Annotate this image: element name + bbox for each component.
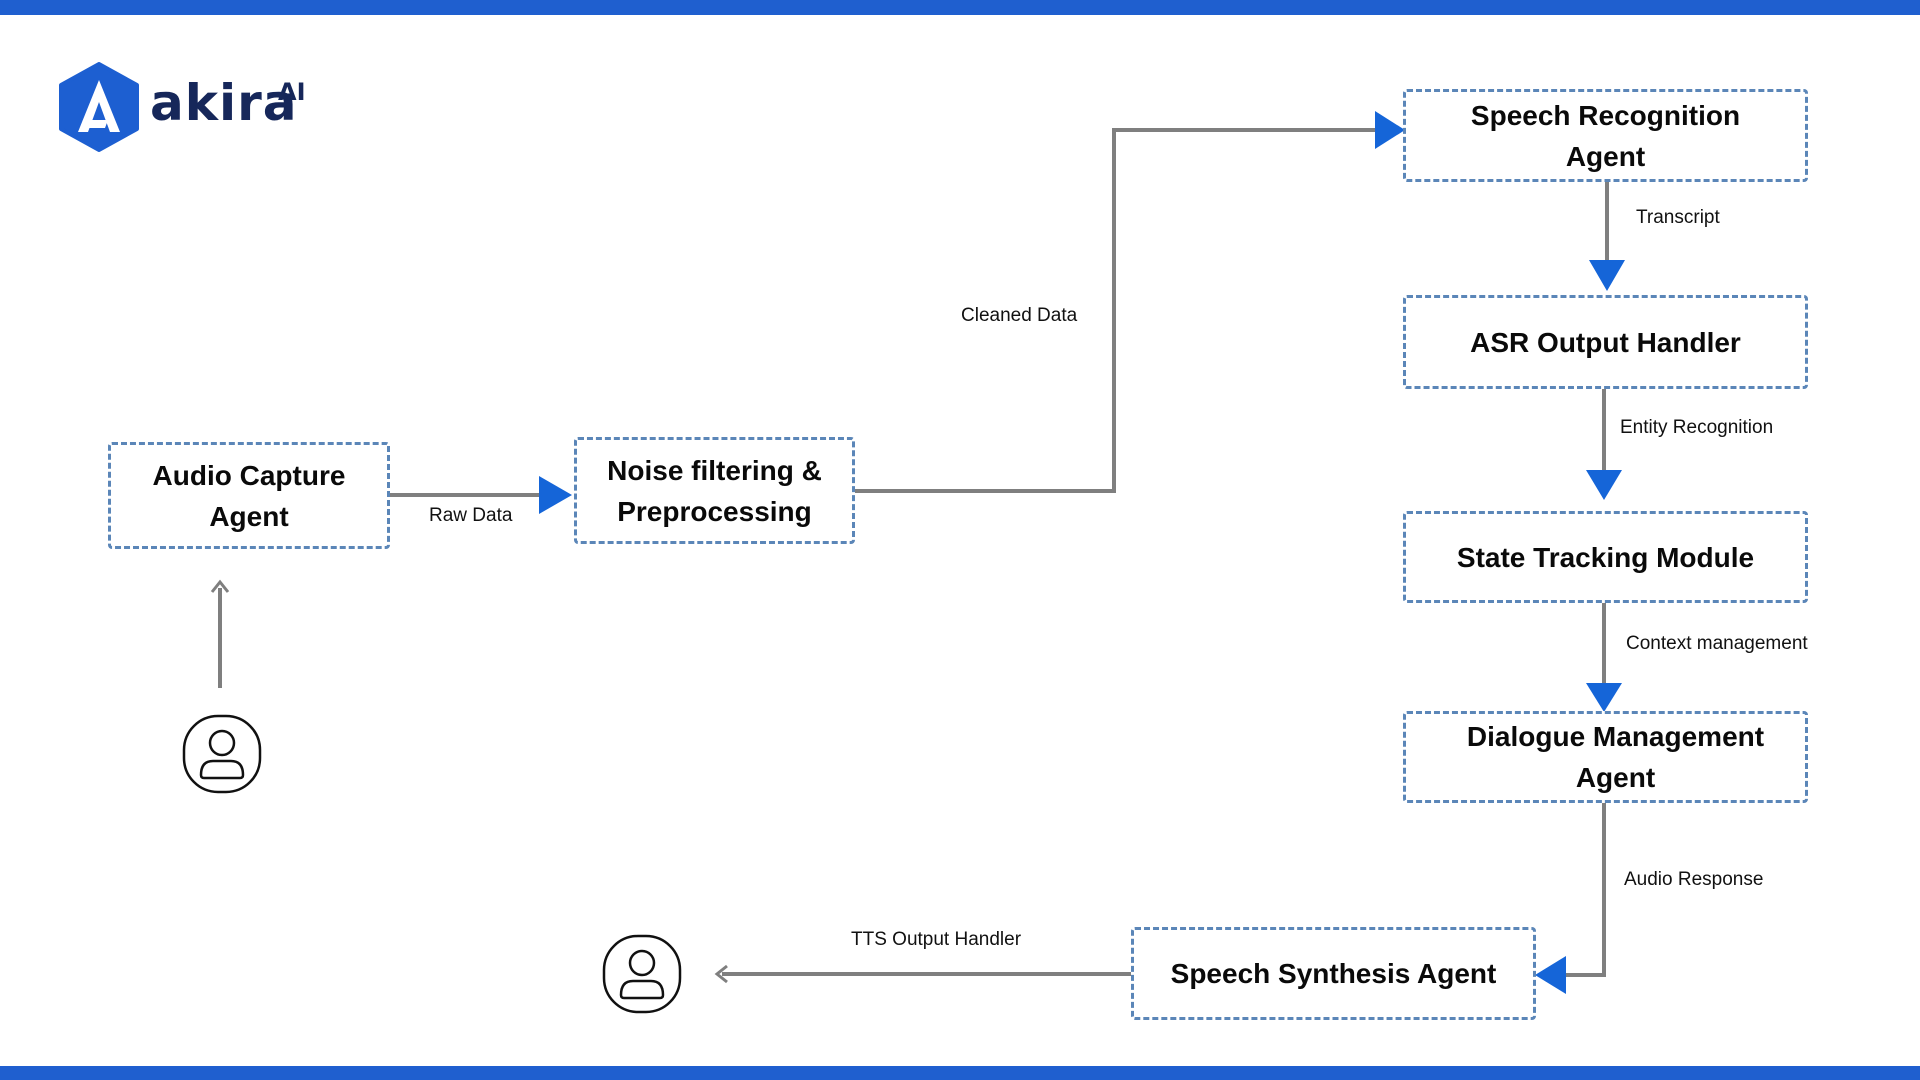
brand-superscript: AI	[278, 78, 306, 106]
arrowhead-user-input	[210, 579, 230, 593]
arrowhead-user-output	[714, 964, 728, 984]
edge-label-cleaned-data: Cleaned Data	[961, 305, 1078, 326]
audio-capture-agent-node: Audio Capture Agent	[108, 442, 390, 549]
speech-recognition-agent-node: Speech Recognition Agent	[1403, 89, 1808, 182]
arrowhead-dialogue	[1586, 683, 1622, 712]
top-accent-bar	[0, 0, 1920, 15]
edge-label-context-management: Context management	[1626, 633, 1808, 654]
arrowhead-speech-recognition	[1375, 111, 1405, 149]
arrowhead-speech-synthesis	[1535, 956, 1566, 994]
connector-cleaned-data	[855, 128, 1378, 493]
asr-output-handler-node: ASR Output Handler	[1403, 295, 1808, 389]
user-icon	[182, 714, 262, 794]
user-icon	[602, 934, 682, 1014]
edge-label-raw-data: Raw Data	[429, 505, 513, 526]
edge-label-entity-recognition: Entity Recognition	[1620, 417, 1774, 438]
noise-filtering-node: Noise filtering & Preprocessing	[574, 437, 855, 544]
arrowhead-asr	[1589, 260, 1625, 291]
bottom-accent-bar	[0, 1066, 1920, 1080]
connector-audio-response	[1566, 803, 1606, 977]
dialogue-management-agent-node: Dialogue Management Agent	[1403, 711, 1808, 803]
edge-label-audio-response: Audio Response	[1624, 869, 1764, 890]
brand-logo: akira AI	[58, 62, 318, 154]
edge-label-tts-output: TTS Output Handler	[851, 929, 1022, 950]
speech-synthesis-agent-node: Speech Synthesis Agent	[1131, 927, 1536, 1020]
brand-name: akira	[150, 74, 298, 132]
arrowhead-noise-filtering	[539, 476, 572, 514]
state-tracking-module-node: State Tracking Module	[1403, 511, 1808, 603]
arrowhead-state-tracking	[1586, 470, 1622, 500]
edge-label-transcript: Transcript	[1636, 207, 1720, 228]
akira-logo-icon	[59, 62, 139, 152]
